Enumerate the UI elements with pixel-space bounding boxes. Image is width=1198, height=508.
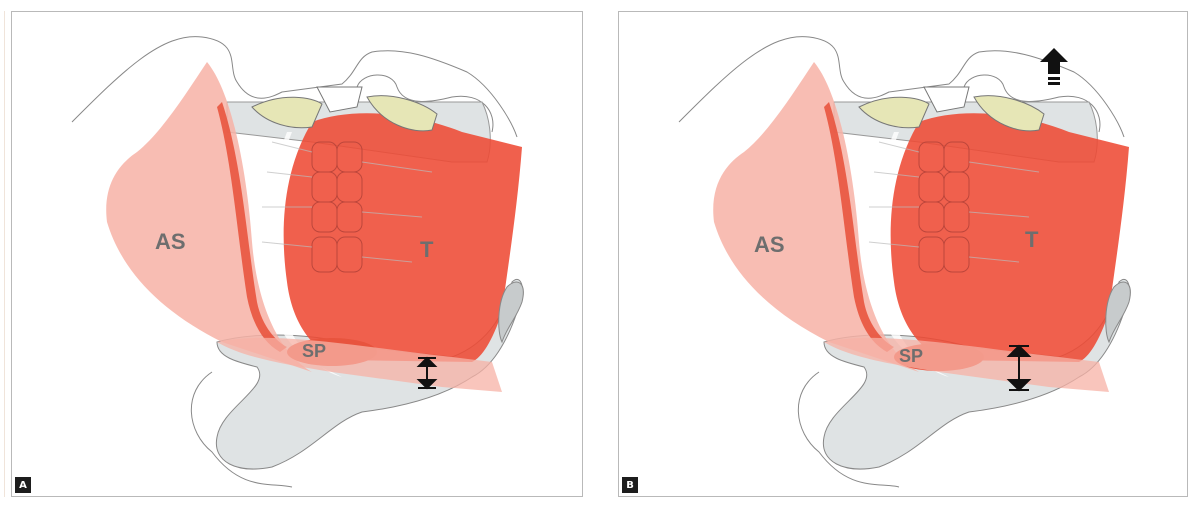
page-edge-rule xyxy=(4,11,5,497)
label-as: AS xyxy=(155,229,186,254)
up-arrow-icon xyxy=(1040,48,1068,85)
label-as: AS xyxy=(754,232,785,257)
label-sp: SP xyxy=(899,346,923,366)
figure-panel-b: AS T SP B xyxy=(618,11,1188,497)
t-muscle-region xyxy=(891,113,1129,362)
panel-letter-b: B xyxy=(622,477,638,493)
panel-b-illustration: AS T SP xyxy=(619,12,1188,497)
label-sp: SP xyxy=(302,341,326,361)
label-t: T xyxy=(1025,227,1039,252)
label-t: T xyxy=(420,237,434,262)
panel-letter-a: A xyxy=(15,477,31,493)
t-muscle-region xyxy=(284,113,522,362)
panel-a-illustration: AS T SP xyxy=(12,12,583,497)
figure-panel-a: AS T SP A xyxy=(11,11,583,497)
